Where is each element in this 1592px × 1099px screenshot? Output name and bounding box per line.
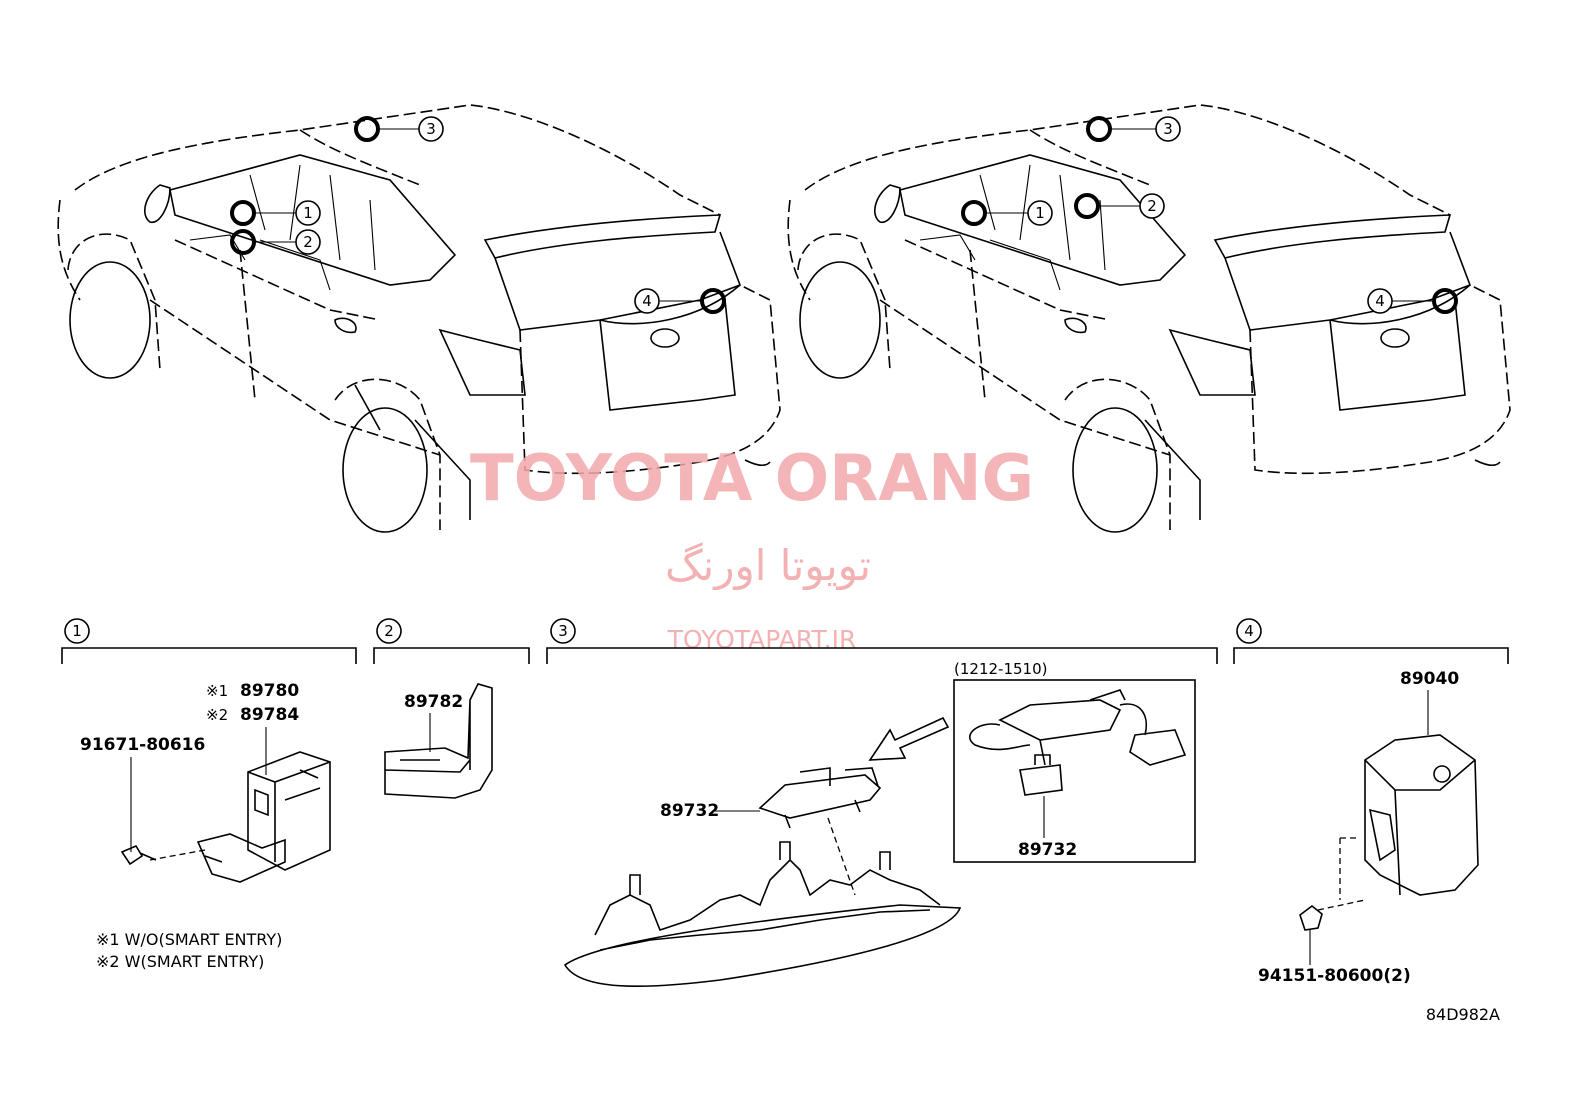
- key-module-part[interactable]: [247, 751, 331, 871]
- callout-3: 3: [426, 120, 436, 138]
- location-marker-4: [700, 288, 726, 314]
- sensor-89040-part[interactable]: [1364, 734, 1479, 896]
- vehicle-right: 3 1 2 4: [787, 104, 1511, 533]
- nut-part[interactable]: [1299, 904, 1323, 931]
- part-89784-label[interactable]: 89784: [240, 705, 299, 725]
- watermark-brand: TOYOTA ORANG: [470, 442, 1034, 516]
- location-marker-3-right: [1086, 116, 1112, 142]
- location-marker-1-right: [961, 200, 987, 226]
- location-marker-1: [230, 200, 256, 226]
- part-89780-label[interactable]: 89780: [240, 681, 299, 701]
- callout-2-right: 2: [1147, 197, 1157, 215]
- detail-arrow: [868, 716, 950, 761]
- callout-1: 1: [303, 204, 313, 222]
- callout-4: 4: [642, 292, 652, 310]
- callout-1-right: 1: [1035, 204, 1045, 222]
- note-1: ※1 W/O(SMART ENTRY): [96, 930, 282, 949]
- part-89732-label[interactable]: 89732: [660, 801, 719, 821]
- nut-94151-80600-label[interactable]: 94151-80600(2): [1258, 966, 1411, 986]
- part-89040-label[interactable]: 89040: [1400, 669, 1459, 689]
- section-2-number: 2: [384, 622, 394, 640]
- location-marker-2: [230, 229, 256, 255]
- section-1-key-module: ※1 89780 ※2 89784 91671-80616: [80, 681, 331, 883]
- mark-1: ※1: [206, 682, 228, 700]
- note-2: ※2 W(SMART ENTRY): [96, 952, 264, 971]
- section-4-number: 4: [1244, 622, 1254, 640]
- section-3-lamp-assembly: 89732 (1212-1510) 89732: [563, 660, 1196, 988]
- detail-inset-box: [953, 679, 1196, 863]
- receiver-89732-part[interactable]: [758, 767, 882, 829]
- watermark-brand-fa: تویوتا اورنگ: [665, 541, 871, 590]
- callout-4-right: 4: [1375, 292, 1385, 310]
- vehicle-left: 3 1 2 4: [57, 104, 781, 533]
- section-1-number: 1: [72, 622, 82, 640]
- mark-2: ※2: [206, 706, 228, 724]
- diagram-code: 84D982A: [1426, 1005, 1500, 1024]
- part-89782-label[interactable]: 89782: [404, 692, 463, 712]
- location-marker-3: [354, 116, 380, 142]
- section-headers: 1 2 3 4: [61, 618, 1509, 664]
- bolt-part[interactable]: [120, 844, 157, 866]
- receiver-harness-part[interactable]: [968, 689, 1187, 796]
- section-4-sensor: 89040 94151-80600(2): [1258, 669, 1479, 986]
- bracket-89782-part[interactable]: [384, 683, 493, 799]
- lamp-housing-part[interactable]: [563, 841, 962, 988]
- section-3-number: 3: [558, 622, 568, 640]
- date-range-label: (1212-1510): [954, 660, 1047, 678]
- bolt-91671-80616-label[interactable]: 91671-80616: [80, 735, 205, 755]
- callout-2: 2: [303, 233, 313, 251]
- location-marker-2-right: [1074, 193, 1100, 219]
- section-2-bracket: 89782: [384, 683, 493, 799]
- callout-3-right: 3: [1163, 120, 1173, 138]
- part-89732-inset-label[interactable]: 89732: [1018, 840, 1077, 860]
- watermark-url: TOYOTAPART.IR: [667, 625, 857, 654]
- location-marker-4-right: [1432, 288, 1458, 314]
